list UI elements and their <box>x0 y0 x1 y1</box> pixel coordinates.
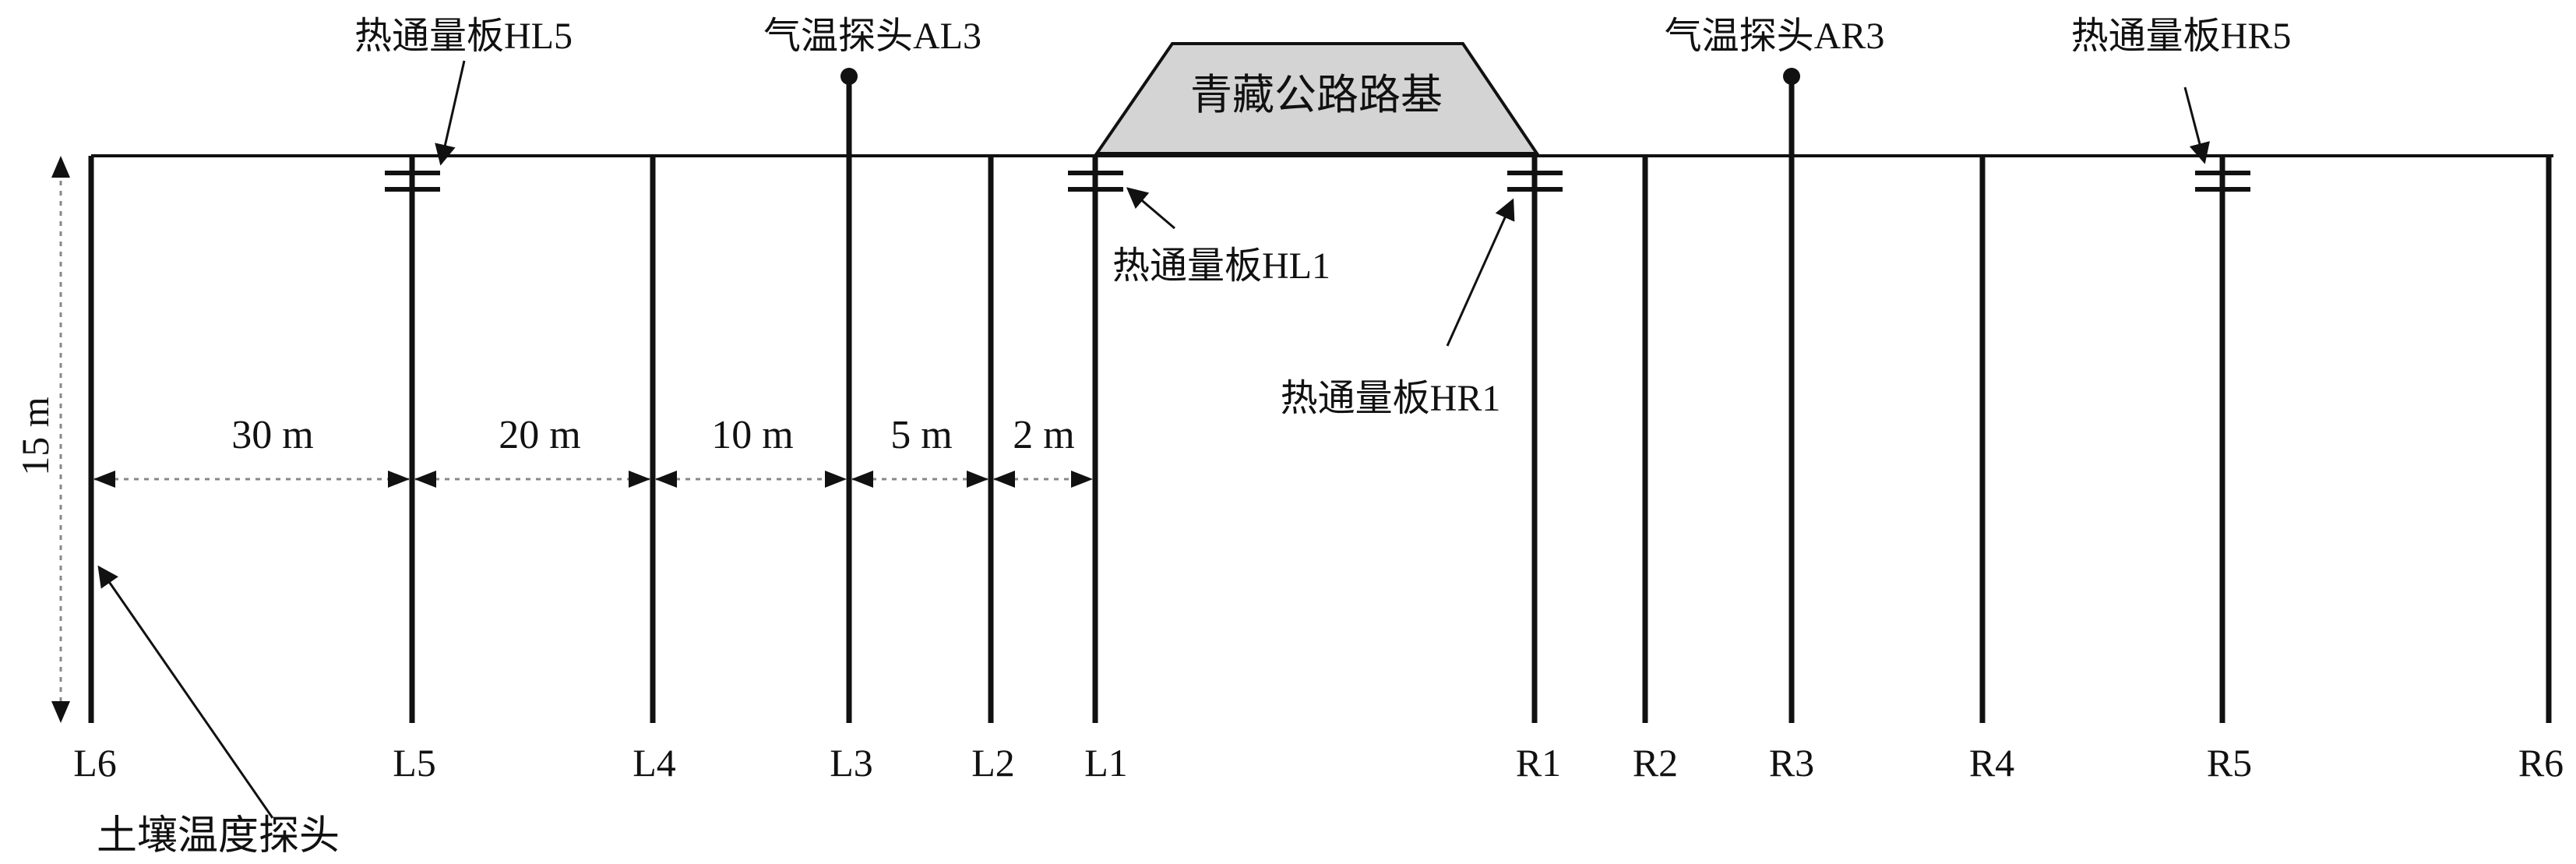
heat-flux-plate-hr1-symbol <box>1507 171 1563 192</box>
probe-label-l1: L1 <box>1084 741 1128 785</box>
heat-flux-plate-hl1-symbol <box>1068 171 1123 192</box>
heat-flux-plate-hr5-label: 热通量板HR5 <box>2071 16 2292 57</box>
probe-label-l4: L4 <box>633 741 676 785</box>
depth-label: 15 m <box>13 397 57 476</box>
spacing-dimensions <box>93 471 1093 488</box>
air-probe-al3-label: 气温探头AL3 <box>763 16 981 57</box>
heat-flux-plate-hr1-label: 热通量板HR1 <box>1281 378 1501 419</box>
depth-arrow-bottom <box>51 701 70 723</box>
air-probe-ar3-label: 气温探头AR3 <box>1665 16 1885 57</box>
spacing-label-l5-l4: 20 m <box>499 413 580 457</box>
embankment-shape <box>1094 42 1540 155</box>
probe-label-r5: R5 <box>2207 741 2252 785</box>
probe-label-r6: R6 <box>2518 741 2564 785</box>
embankment-label: 青藏公路路基 <box>1190 72 1443 118</box>
spacing-label-l4-l3: 10 m <box>711 413 793 457</box>
probe-label-r1: R1 <box>1516 741 1561 785</box>
air-probe-al3-head <box>840 68 858 85</box>
probe-label-r2: R2 <box>1633 741 1678 785</box>
hl1-callout-arrow <box>1126 187 1175 230</box>
probe-label-l5: L5 <box>393 741 436 785</box>
spacing-label-l2-l1: 2 m <box>1013 413 1074 457</box>
hl5-callout-arrow <box>435 60 466 166</box>
heat-flux-plate-hl1-label: 热通量板HL1 <box>1112 245 1330 287</box>
probe-label-l2: L2 <box>971 741 1015 785</box>
soil-probe-label: 土壤温度探头 <box>97 814 340 859</box>
probe-label-l3: L3 <box>830 741 873 785</box>
hr1-callout-arrow <box>1446 198 1515 347</box>
spacing-label-l6-l5: 30 m <box>231 413 313 457</box>
probe-label-r4: R4 <box>1969 741 2014 785</box>
heat-flux-plate-hl5-label: 热通量板HL5 <box>354 16 573 57</box>
depth-arrow-top <box>51 156 70 178</box>
probe-label-l6: L6 <box>73 741 117 785</box>
heat-flux-plate-hr5-symbol <box>2195 171 2250 192</box>
hr5-callout-arrow <box>2183 86 2210 164</box>
probe-label-r3: R3 <box>1769 741 1814 785</box>
air-probe-ar3-head <box>1783 68 1800 85</box>
spacing-label-l3-l2: 5 m <box>890 413 952 457</box>
soil-probe-callout-arrow <box>97 565 274 819</box>
probe-lines <box>88 74 2552 723</box>
heat-flux-plate-hl5-symbol <box>385 171 440 192</box>
